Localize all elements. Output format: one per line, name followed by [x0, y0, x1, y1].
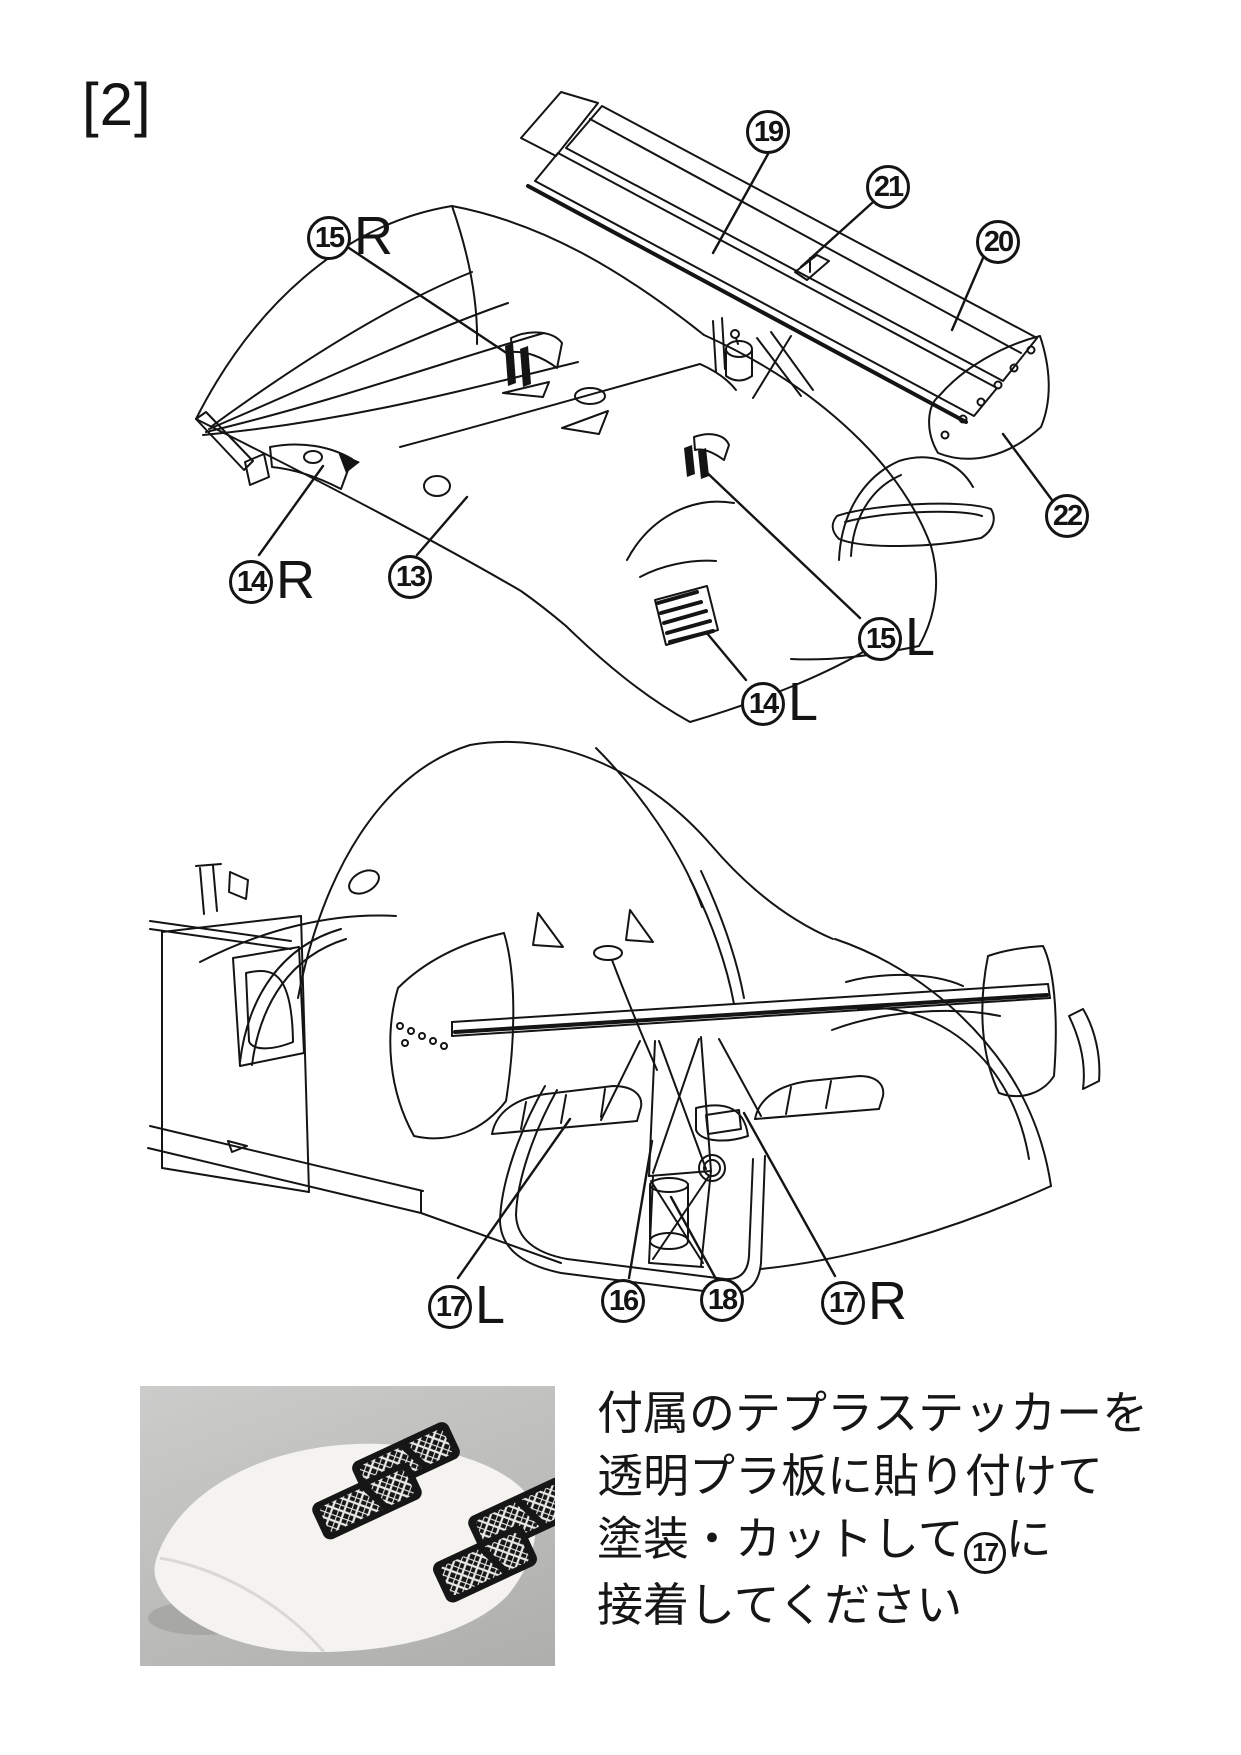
step-number: [2] [82, 71, 152, 138]
part-number-circle: 19 [746, 110, 790, 154]
circled-17: 17 [963, 1531, 1006, 1574]
part-number-circle: 17 [821, 1281, 865, 1325]
part-label-15R: 15 R [307, 209, 393, 265]
part-number-circle: 14 [229, 560, 273, 604]
part-label-14R: 14 R [229, 553, 315, 609]
part-label-20: 20 [976, 220, 1023, 264]
part-label-17L: 17 L [428, 1278, 505, 1334]
part-label-19: 19 [746, 110, 793, 154]
photo-art [148, 1422, 576, 1653]
note-line-1: 付属のテプラステッカーを [597, 1387, 1149, 1439]
part-number-circle: 18 [700, 1278, 744, 1322]
top-diagram-wing [520, 91, 1050, 460]
part-label-16: 16 [601, 1279, 648, 1323]
part-edge-crease [159, 1556, 326, 1653]
middle-diagram-wing-assembly [389, 932, 1057, 1296]
part-number-circle: 13 [388, 555, 432, 599]
mesh-sticker [433, 1525, 537, 1603]
part-label-15L: 15 L [858, 610, 935, 666]
top-diagram-leader-lines [257, 152, 1054, 682]
middle-diagram-leader-lines [456, 1111, 837, 1281]
part-label-17R: 17 R [821, 1274, 907, 1330]
part-number-circle: 14 [741, 682, 785, 726]
part-number-circle: 15 [858, 617, 902, 661]
part-label-21: 21 [866, 165, 913, 209]
part-label-14L: 14 L [741, 675, 818, 731]
reference-photo [140, 1386, 576, 1666]
note-line-2: 透明プラ板に貼り付けて [597, 1450, 1103, 1502]
part-number-circle: 17 [428, 1285, 472, 1329]
part-label-22: 22 [1045, 494, 1092, 538]
part-number-circle: 22 [1045, 494, 1089, 538]
part-label-18: 18 [700, 1278, 747, 1322]
middle-diagram-body [147, 740, 1101, 1270]
white-fender-part [154, 1443, 536, 1653]
note-line-4: 接着してください [597, 1578, 963, 1631]
part-label-13: 13 [388, 555, 435, 599]
part-number-circle: 21 [866, 165, 910, 209]
mesh-sticker [312, 1462, 422, 1540]
part-number-circle: 20 [976, 220, 1020, 264]
part-number-circle: 15 [307, 216, 351, 260]
part-number-circle: 16 [601, 1279, 645, 1323]
